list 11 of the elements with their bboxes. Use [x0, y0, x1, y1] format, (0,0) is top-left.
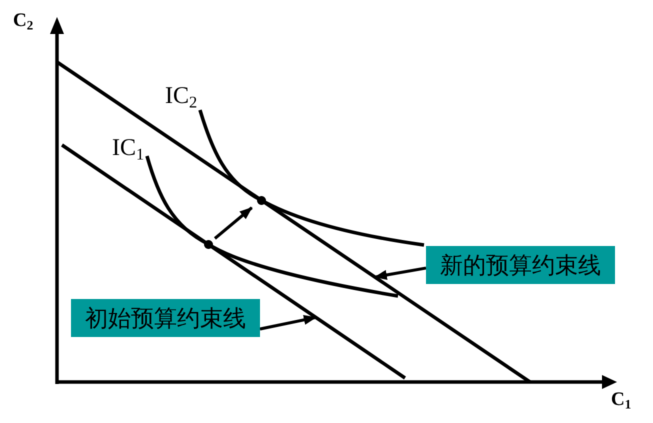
curve-label: IC$_{1}$	[112, 136, 144, 160]
tangency-point	[256, 196, 266, 204]
curve-label: IC$_{2}$	[165, 84, 198, 108]
arrow	[214, 206, 253, 240]
callout-box: 初始预算约束线	[71, 299, 260, 337]
axis-label: C$_{1}$	[611, 390, 632, 409]
leader-arrow	[374, 266, 426, 280]
axis-label: C$_{2}$	[13, 11, 34, 30]
tangency-point	[204, 240, 212, 249]
leader-arrow	[260, 314, 317, 330]
callout-box: 新的预算约束线	[426, 246, 615, 284]
